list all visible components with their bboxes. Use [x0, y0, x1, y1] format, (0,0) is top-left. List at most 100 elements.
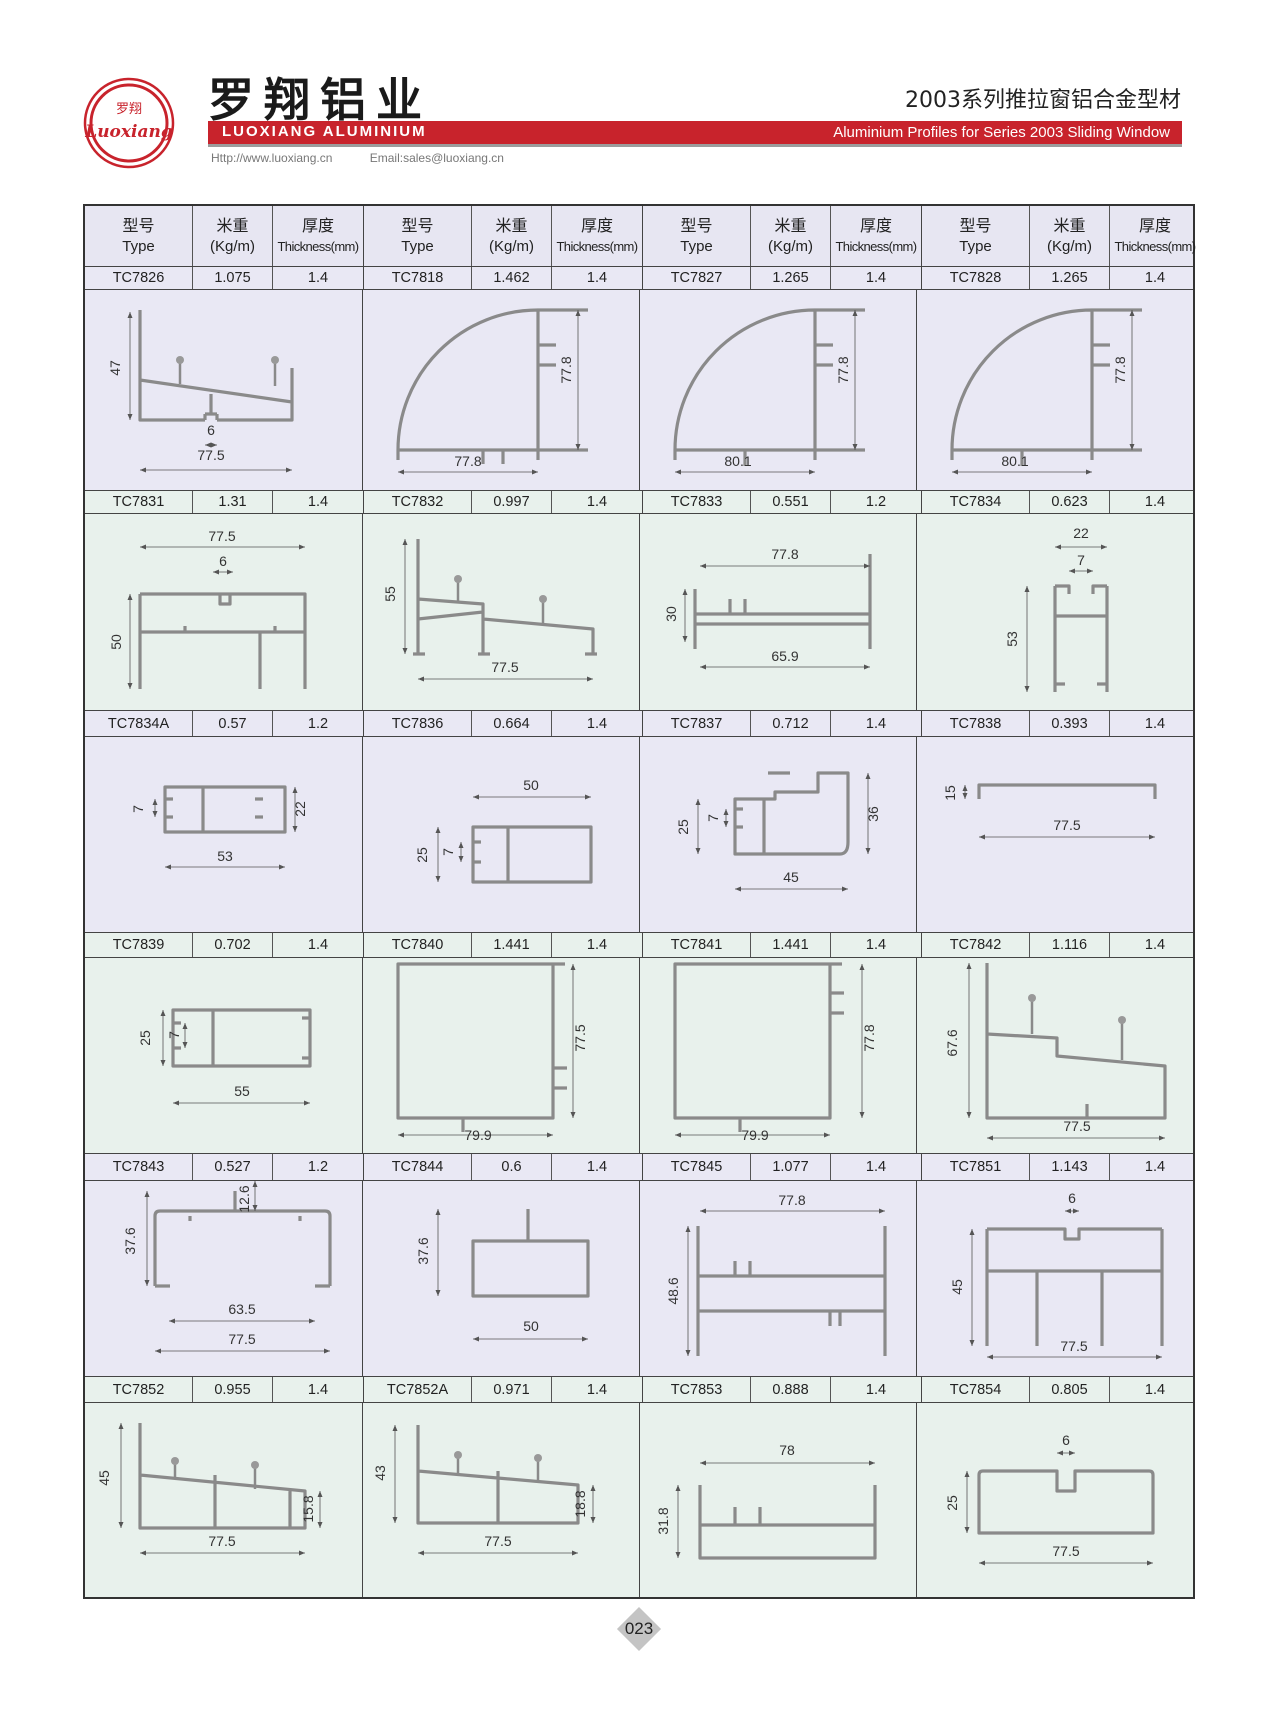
profile-thickness: 1.4	[551, 933, 642, 957]
svg-text:18.8: 18.8	[572, 1490, 588, 1517]
profile-type: TC7827	[670, 270, 723, 286]
profile-type: TC7838	[949, 715, 1002, 732]
profile-drawing: 45 15.8 77.5	[96, 1423, 323, 1556]
column-header: 米重(Kg/m)	[192, 206, 272, 266]
profile-type: TC7852A	[386, 1381, 449, 1398]
profile-drawing: 67.677.5	[944, 963, 1167, 1141]
profile-type: TC7828	[949, 270, 1002, 286]
profile-thickness: 1.4	[272, 267, 363, 289]
svg-text:77.5: 77.5	[208, 1533, 235, 1549]
column-header: 米重(Kg/m)	[1029, 206, 1109, 266]
website-link[interactable]: Http://www.luoxiang.cn	[211, 151, 333, 165]
profile-weight: 0.6	[471, 1154, 551, 1180]
profile-thickness: 1.4	[551, 267, 642, 289]
svg-text:77.8: 77.8	[1112, 356, 1128, 383]
svg-text:50: 50	[523, 1318, 539, 1334]
svg-text:77.5: 77.5	[484, 1533, 511, 1549]
column-header-cn: 型号	[401, 216, 434, 235]
profile-weight: 1.077	[750, 1154, 830, 1180]
profile-drawing: 77.579.9	[396, 962, 588, 1143]
svg-text:65.9: 65.9	[771, 648, 798, 664]
svg-text:77.5: 77.5	[1052, 1543, 1079, 1559]
svg-text:77.8: 77.8	[771, 546, 798, 562]
profile-drawing-cell: 45 15.8 77.5	[85, 1403, 362, 1597]
profile-weight: 0.702	[192, 933, 272, 957]
svg-text:77.5: 77.5	[1053, 817, 1080, 833]
profile-thickness: 1.2	[830, 491, 921, 513]
profile-type: TC7841	[670, 937, 723, 953]
profile-weight: 1.143	[1029, 1154, 1109, 1180]
svg-text:77.8: 77.8	[778, 1192, 805, 1208]
svg-text:45: 45	[783, 869, 799, 885]
profile-type: TC7843	[112, 1159, 165, 1175]
svg-text:15: 15	[942, 785, 958, 801]
profile-thickness: 1.4	[1109, 711, 1200, 736]
profile-weight: 0.971	[471, 1377, 551, 1402]
profile-weight: 1.441	[750, 933, 830, 957]
profile-weight: 1.441	[471, 933, 551, 957]
profile-drawing: 7831.8	[655, 1442, 877, 1560]
profile-type: TC7831	[112, 494, 165, 510]
profile-type: TC7834	[949, 494, 1002, 510]
profile-thickness: 1.4	[551, 1154, 642, 1180]
profile-weight: 1.31	[192, 491, 272, 513]
svg-text:55: 55	[382, 586, 398, 602]
profile-thickness: 1.4	[272, 491, 363, 513]
brand-name-cn: 罗翔铝业	[208, 73, 432, 127]
svg-text:45: 45	[96, 1470, 112, 1486]
svg-text:77.5: 77.5	[1060, 1338, 1087, 1354]
column-header-en: (Kg/m)	[768, 238, 813, 255]
svg-text:7: 7	[705, 814, 721, 822]
profile-drawing: 37.650	[415, 1209, 590, 1342]
profile-type: TC7836	[391, 715, 444, 732]
column-header-cn: 厚度	[859, 216, 892, 235]
svg-text:7: 7	[166, 1031, 182, 1039]
svg-text:22: 22	[1073, 525, 1089, 541]
company-logo: 罗翔 Luoxiang	[83, 77, 175, 169]
svg-text:77.5: 77.5	[228, 1331, 255, 1347]
svg-text:77.5: 77.5	[491, 659, 518, 675]
profile-thickness: 1.4	[830, 1377, 921, 1402]
profile-thickness: 1.2	[272, 711, 363, 736]
svg-text:25: 25	[414, 847, 430, 863]
profile-drawing: 55 77.5	[382, 539, 597, 682]
profile-weight: 1.265	[1029, 267, 1109, 289]
email-link[interactable]: Email:sales@luoxiang.cn	[369, 151, 504, 165]
profile-type: TC7853	[670, 1381, 723, 1398]
svg-text:25: 25	[944, 1495, 960, 1511]
profile-thickness: 1.4	[1109, 267, 1200, 289]
profile-type: TC7834A	[107, 715, 170, 732]
svg-text:15.8: 15.8	[300, 1495, 316, 1522]
column-header-cn: 厚度	[580, 216, 613, 235]
svg-text:77.5: 77.5	[208, 528, 235, 544]
profile-type: TC7844	[391, 1159, 444, 1175]
